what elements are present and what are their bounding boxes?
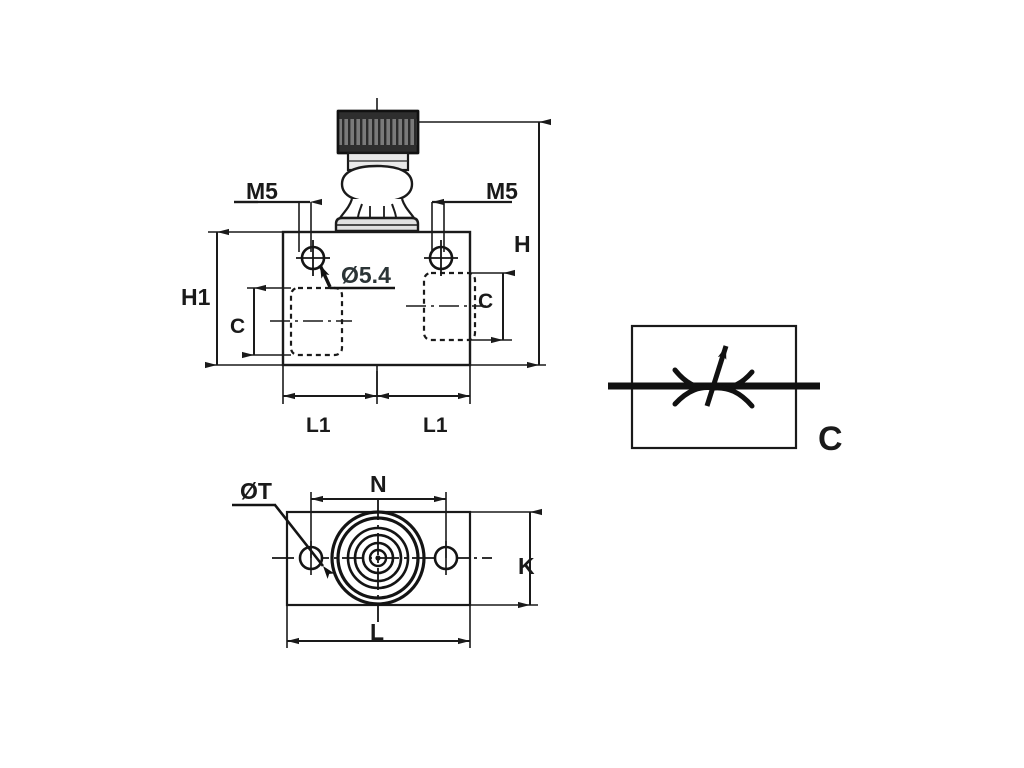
label-m5-left: M5 [246, 178, 278, 204]
label-h1: H1 [181, 284, 211, 310]
dim-h [418, 118, 551, 369]
dim-l1-right [377, 365, 471, 404]
symbol-throttle-arc-bottom-right [711, 385, 755, 409]
label-c-left: C [230, 315, 245, 338]
bottom-plan-view [232, 492, 542, 648]
bolt-hole-left-front [296, 240, 330, 276]
bolt-hole-right-front [424, 240, 458, 276]
dim-c-left [242, 284, 291, 359]
label-h: H [514, 231, 531, 257]
m5-right-leader [431, 198, 512, 252]
iso-symbol-view [608, 324, 820, 450]
port-right-boss [406, 271, 486, 342]
dim-l [286, 605, 471, 648]
dim-h1 [205, 228, 283, 369]
dim-c-right [470, 269, 515, 344]
label-k: K [518, 553, 535, 579]
adjuster-collar [340, 164, 414, 204]
bore-leader-line [318, 264, 332, 288]
label-l: L [370, 619, 384, 645]
label-l1-right: L1 [423, 414, 448, 437]
ot-leader-line [273, 504, 335, 579]
front-elevation-view [205, 98, 551, 404]
knurled-knob [336, 109, 420, 155]
label-ot: ØT [240, 478, 272, 504]
symbol-adjust-arrow [704, 345, 729, 407]
dim-k [470, 508, 542, 609]
label-n: N [370, 471, 387, 497]
port-left-boss [270, 286, 352, 357]
label-bore-diameter: Ø5.4 [341, 262, 391, 288]
label-m5-right: M5 [486, 178, 518, 204]
label-c-right: C [478, 290, 493, 313]
valve-shoulder [337, 198, 417, 220]
valve-base-plate [334, 216, 420, 233]
dim-l1-left [282, 365, 378, 404]
dim-n [310, 492, 447, 558]
label-port-c: C [818, 420, 843, 458]
label-l1-left: L1 [306, 414, 331, 437]
